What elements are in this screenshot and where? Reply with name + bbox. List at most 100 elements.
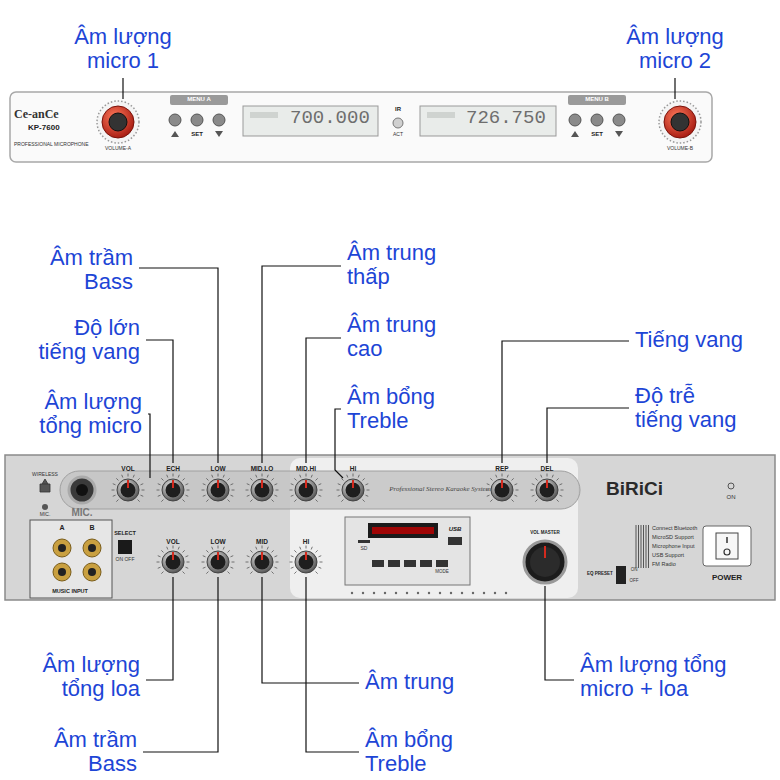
- panel-label: FM Radio: [652, 562, 676, 568]
- button: [191, 114, 203, 126]
- text-line: SET: [591, 131, 603, 137]
- panel-label: ON OFF: [116, 557, 135, 562]
- panel-label: DEL: [541, 466, 554, 473]
- text-line: Âm trung: [347, 313, 436, 337]
- text-line: LOW: [210, 466, 225, 473]
- speaker-grille: [636, 525, 649, 568]
- panel-label: SET: [591, 131, 603, 137]
- panel-label: KP-7600: [28, 124, 60, 132]
- text-line: POWER: [712, 574, 742, 582]
- text-line: KP-7600: [28, 124, 60, 132]
- text-line: Professional Stereo Karaoke System: [389, 486, 491, 493]
- rca-hole: [58, 568, 66, 576]
- module-button: [404, 560, 416, 567]
- panel-dot: [362, 592, 364, 594]
- text-line: ACT: [393, 132, 403, 137]
- module-display: [368, 523, 438, 538]
- text-line: Âm trung: [365, 670, 454, 694]
- callout-label: Âm bổng Treble: [347, 385, 435, 433]
- panel-label: MicroSD Support: [652, 535, 694, 541]
- receiver-panel: [10, 92, 712, 162]
- leader-line: [148, 414, 150, 478]
- text-line: B: [89, 524, 94, 531]
- text-line: MID.LO: [251, 466, 274, 473]
- text-line: 700.000: [290, 109, 370, 128]
- panel-dot: [439, 592, 441, 594]
- grille-line: [636, 525, 637, 568]
- callout-label: Âm lượng tổng loa: [42, 653, 140, 701]
- power-mark: [724, 549, 730, 555]
- panel-label: MIC.: [40, 512, 51, 517]
- text-line: MID.HI: [296, 466, 316, 473]
- text-line: micro 2: [626, 49, 724, 73]
- grille-line: [648, 525, 649, 568]
- text-line: USB Support: [652, 553, 684, 559]
- text-line: MUSIC INPUT: [52, 589, 88, 595]
- panel-label: IR: [395, 106, 401, 112]
- text-line: Âm bổng: [365, 728, 453, 752]
- knob: [157, 546, 190, 574]
- leader-line: [139, 268, 218, 463]
- panel-label: ECH: [166, 466, 180, 473]
- text-line: HI: [350, 466, 357, 473]
- ir-sensor: [393, 118, 403, 128]
- volume-knob: [97, 101, 139, 143]
- text-line: Độ lớn: [38, 316, 140, 340]
- callout-label: Âm trung cao: [347, 313, 436, 361]
- panel-label: VOL MASTER: [530, 531, 559, 536]
- leader-line: [674, 78, 675, 99]
- text-line: VOL: [166, 539, 179, 546]
- text-line: SET: [191, 131, 203, 137]
- leader-lines: [123, 78, 675, 752]
- master-knob-cap: [530, 547, 560, 577]
- on-led: [728, 483, 734, 489]
- text-line: tiếng vang: [635, 408, 737, 432]
- text-line: cao: [347, 337, 436, 361]
- text-line: thấp: [347, 265, 436, 289]
- knob: [112, 474, 145, 502]
- text-line: BiRiCi: [606, 479, 663, 498]
- volume-knob: [659, 101, 701, 143]
- panel-label: LOW: [210, 466, 225, 473]
- callout-label: Độ lớn tiếng vang: [38, 316, 140, 364]
- text-line: MIC.: [71, 508, 92, 518]
- text-line: Treble: [365, 752, 453, 776]
- text-line: REP: [495, 466, 508, 473]
- jack-label: MIC.: [71, 508, 92, 518]
- leader-line: [547, 408, 629, 463]
- panel-label: SET: [191, 131, 203, 137]
- panel-label: HI: [350, 466, 357, 473]
- knob: [531, 474, 564, 502]
- knob: [246, 474, 279, 502]
- panel-dot: [373, 592, 375, 594]
- text-line: WIRELESS: [32, 472, 58, 477]
- panel-label: Microphone Input: [652, 544, 695, 550]
- panel-label: MID.LO: [251, 466, 274, 473]
- power-mark: [726, 537, 728, 543]
- panel-label: PROFESSIONAL MICROPHONE: [14, 142, 89, 147]
- menu-bar: [568, 95, 626, 105]
- text-line: Ce-anCe: [14, 108, 59, 120]
- text-line: ON: [631, 568, 638, 573]
- panel-label: POWER: [712, 574, 742, 582]
- text-line: tổng micro: [39, 414, 142, 438]
- panel-label: VOLUME-B: [667, 146, 693, 151]
- panel-dot: [395, 592, 397, 594]
- text-line: SD: [361, 546, 368, 551]
- panel-label: VOL: [121, 466, 134, 473]
- module-button: [372, 560, 384, 567]
- lcd-segment: [250, 112, 278, 118]
- text-line: Bass: [54, 752, 137, 776]
- lcd-display: [243, 106, 378, 136]
- text-line: VOLUME-B: [667, 146, 693, 151]
- text-line: 726.750: [466, 109, 546, 128]
- callout-label: Âm trầm Bass: [50, 246, 133, 294]
- menu-bar: [170, 95, 228, 105]
- button: [213, 114, 225, 126]
- panel-label: VOLUME-A: [105, 146, 131, 151]
- eq-switch: [616, 566, 626, 584]
- text-line: ECH: [166, 466, 180, 473]
- callout-label: Âm bổng Treble: [365, 728, 453, 776]
- leader-line: [122, 78, 123, 99]
- knob: [246, 546, 279, 574]
